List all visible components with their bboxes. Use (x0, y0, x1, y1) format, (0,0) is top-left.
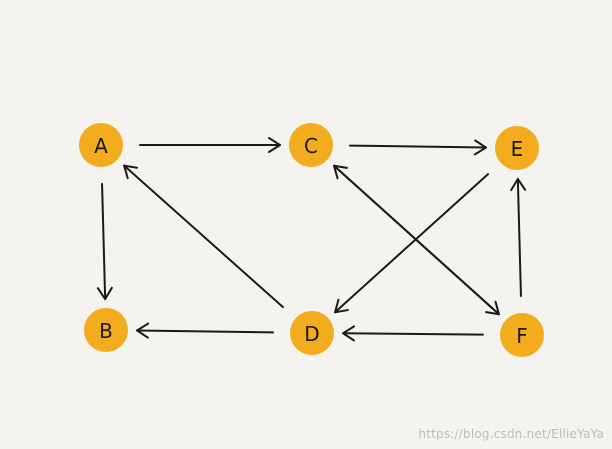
arrow-head-icon (334, 298, 349, 314)
edge-f-to-e (510, 177, 527, 298)
edge-line (334, 173, 490, 314)
edge-line (123, 164, 284, 309)
node-b: B (84, 308, 128, 352)
node-label: B (99, 319, 113, 343)
edge-a-to-c (139, 137, 281, 153)
edge-f-to-d (341, 325, 485, 342)
node-label: F (516, 324, 528, 348)
arrow-head-icon (333, 164, 348, 180)
node-circle (500, 313, 544, 357)
edges-layer (96, 137, 527, 342)
node-circle (495, 126, 539, 170)
arrow-head-icon (473, 139, 488, 156)
node-label: A (94, 134, 108, 158)
node-circle (290, 311, 334, 355)
watermark-url: https://blog.csdn.net/EllieYaYa (418, 427, 604, 441)
node-d: D (290, 311, 334, 355)
edge-a-to-b (96, 182, 113, 301)
node-label: C (304, 134, 318, 158)
arrow-head-icon (123, 164, 139, 180)
edge-line (348, 144, 488, 149)
edge-line (516, 177, 522, 298)
node-circle (84, 308, 128, 352)
arrow-head-icon (485, 300, 500, 316)
arrow-head-icon (268, 137, 281, 153)
node-circle (289, 123, 333, 167)
edge-e-to-d (334, 173, 490, 314)
node-e: E (495, 126, 539, 170)
edge-line (135, 329, 275, 334)
edge-line (338, 170, 500, 316)
node-label: E (511, 137, 524, 161)
node-c: C (289, 123, 333, 167)
arrow-head-icon (510, 177, 527, 192)
edge-d-to-b (135, 322, 275, 339)
edge-line (101, 182, 107, 301)
edge-d-to-a (123, 164, 284, 309)
node-f: F (500, 313, 544, 357)
node-a: A (79, 123, 123, 167)
edge-c-to-f (338, 170, 500, 316)
edge-line (341, 332, 485, 336)
node-circle (79, 123, 123, 167)
nodes-layer: A B C D E F (79, 123, 544, 357)
node-label: D (304, 322, 319, 346)
edge-c-to-e (348, 139, 488, 156)
arrow-head-icon (341, 325, 356, 342)
arrow-head-icon (135, 322, 150, 339)
arrow-head-icon (96, 286, 113, 301)
